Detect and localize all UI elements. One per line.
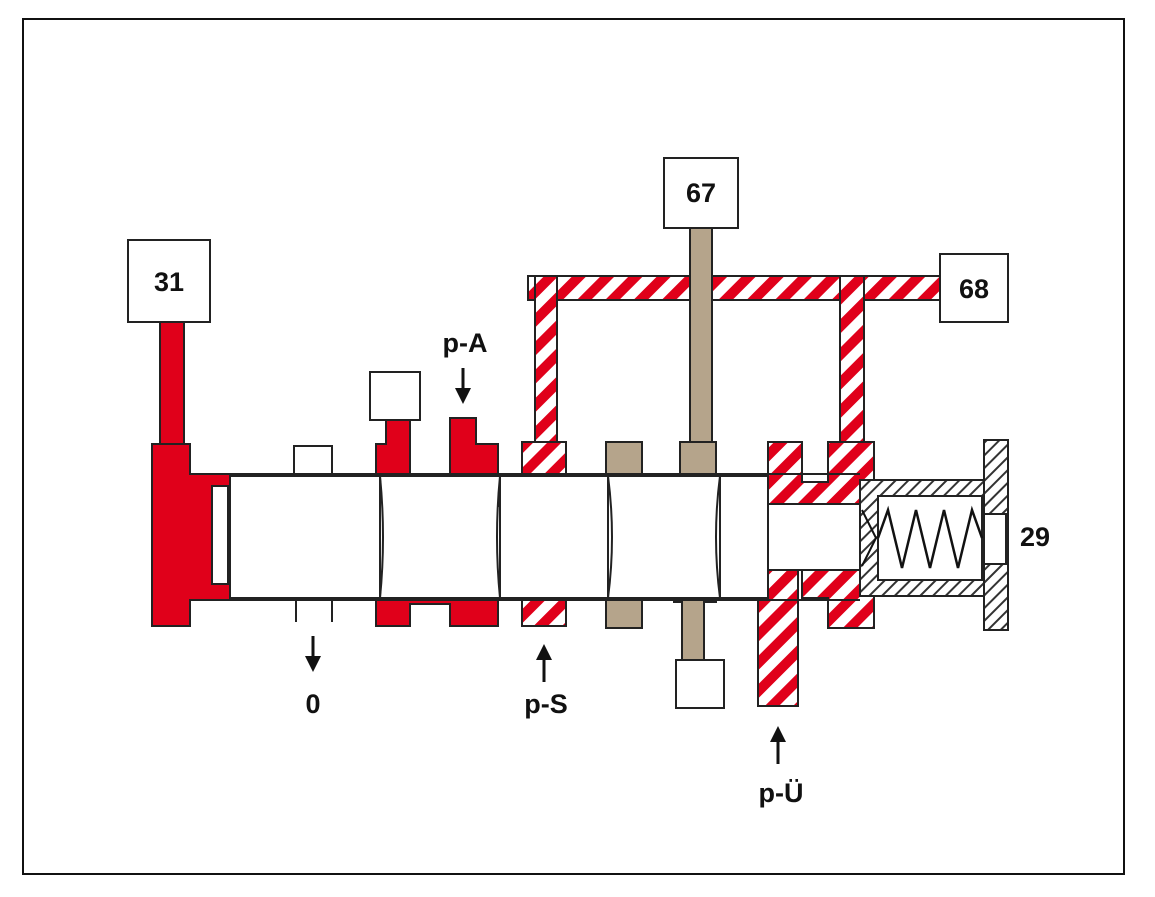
box-31-label: 31	[154, 267, 184, 297]
arrow-pu-icon	[770, 726, 786, 764]
box-67-label: 67	[686, 178, 716, 208]
arrow-ps-icon	[536, 644, 552, 682]
spring-icon	[876, 505, 984, 569]
spring-housing	[859, 439, 1009, 631]
diagram-frame	[22, 18, 1125, 875]
spool	[229, 475, 861, 599]
arrow-pa-icon	[455, 368, 471, 404]
box-68-label: 68	[959, 274, 989, 304]
box-67	[663, 157, 739, 229]
arrow-drain-icon	[305, 636, 321, 672]
box-31	[127, 239, 211, 323]
label-29: 29	[1020, 522, 1050, 552]
pa-top-box	[369, 371, 421, 421]
box-68	[939, 253, 1009, 323]
line-68-hatched	[521, 275, 942, 627]
port-0-label: 0	[305, 689, 320, 719]
valve-body	[230, 445, 860, 622]
tan-port-box	[675, 659, 725, 709]
port-pu-label: p-Ü	[759, 778, 804, 808]
port-ps-label: p-S	[524, 689, 568, 719]
port-pa-label: p-A	[443, 328, 488, 358]
line-31-red	[151, 319, 231, 627]
